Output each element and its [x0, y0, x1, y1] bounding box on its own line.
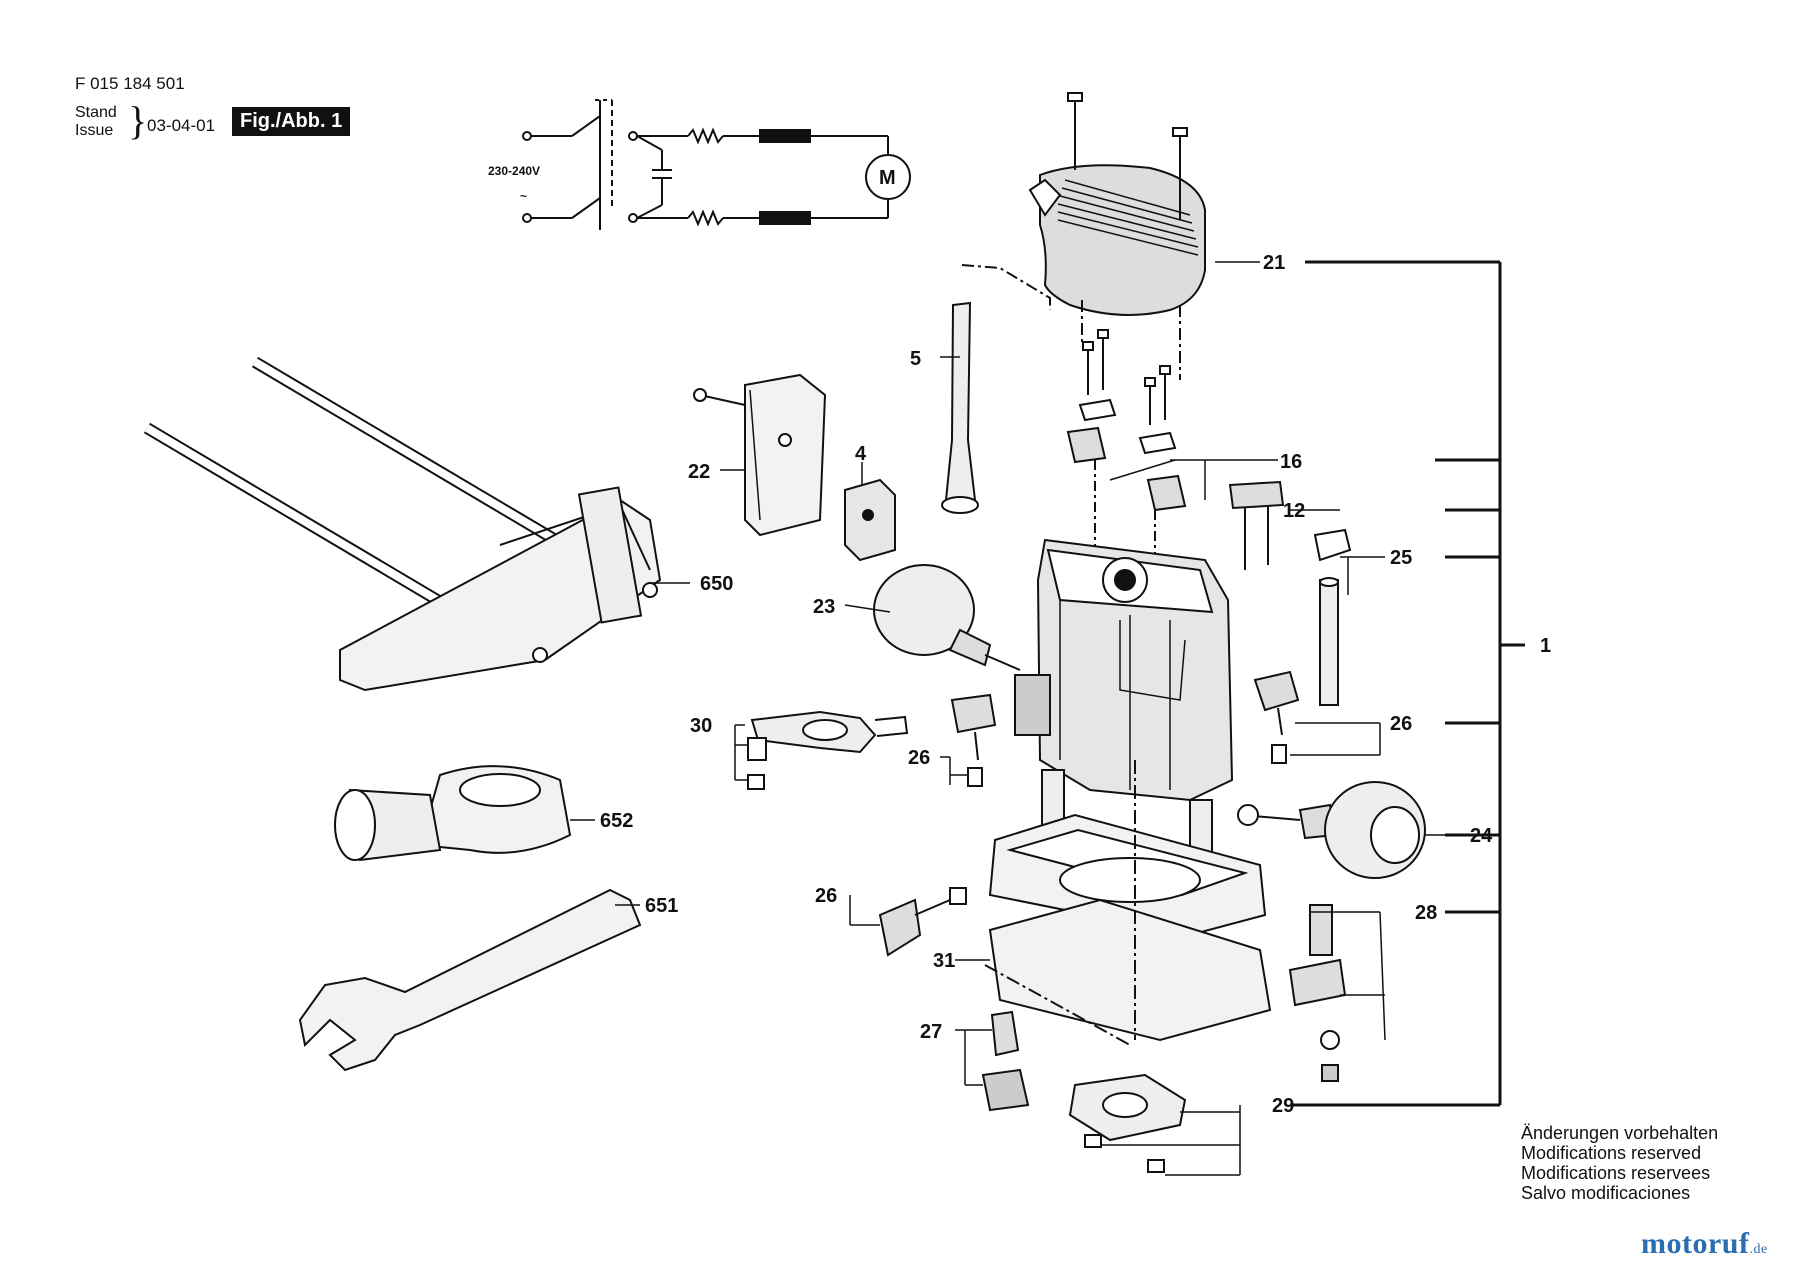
callout-650: 650: [700, 573, 733, 595]
note-en: Modifications reserved: [1521, 1143, 1702, 1163]
spindle-lock-25: [1313, 528, 1352, 706]
callout-16: 16: [1280, 451, 1302, 473]
callout-31: 31: [933, 950, 955, 972]
callout-651: 651: [645, 895, 678, 917]
note-de: Änderungen vorbehalten: [1521, 1123, 1719, 1143]
callout-24: 24: [1470, 825, 1493, 847]
callout-4: 4: [855, 443, 867, 465]
ac-symbol: ~: [520, 189, 527, 203]
stand-label: Stand: [75, 104, 117, 121]
brace-symbol: }: [128, 98, 148, 143]
leader-lines: [570, 261, 1465, 1176]
wrench-651: [298, 888, 642, 1072]
figure-badge: Fig./Abb. 1: [232, 107, 351, 136]
dust-adapter-652: [334, 765, 572, 862]
brush-holders-16: [1066, 329, 1187, 580]
issue-date: 03-04-01: [147, 116, 216, 135]
cable-bracket-22: [693, 373, 827, 537]
callout-26-right: 26: [1390, 713, 1412, 735]
wing-screw-26-lower: [878, 887, 967, 957]
callout-652: 652: [600, 810, 633, 832]
watermark-tld: .de: [1749, 1242, 1768, 1257]
callout-5: 5: [910, 348, 921, 370]
note-es: Salvo modificaciones: [1521, 1183, 1691, 1203]
motor-cap-21: [961, 92, 1206, 380]
assembly-bracket-1: [1290, 260, 1525, 1107]
handle-knob-23: [873, 564, 1021, 671]
voltage-label: 230-240V: [488, 164, 540, 178]
stand-issue-label: Stand Issue: [75, 104, 117, 140]
motor-symbol: M: [879, 167, 896, 189]
callout-23: 23: [813, 596, 835, 618]
clamp-lever-30: [747, 710, 909, 790]
callout-21: 21: [1263, 252, 1285, 274]
callout-27: 27: [920, 1021, 942, 1043]
collet-27: [981, 1010, 1030, 1112]
callout-29: 29: [1272, 1095, 1294, 1117]
callout-25: 25: [1390, 547, 1412, 569]
document-number: F 015 184 501: [75, 74, 185, 93]
wing-screw-26-right: [1253, 670, 1300, 764]
watermark-name: motoruf: [1641, 1227, 1750, 1260]
depth-stop-28: [1288, 904, 1347, 1082]
callout-28: 28: [1415, 902, 1437, 924]
handle-knob-24: [1237, 781, 1426, 879]
wing-screw-26-mid: [950, 693, 997, 787]
callout-26-lower: 26: [815, 885, 837, 907]
callout-30: 30: [690, 715, 712, 737]
wiring-schematic: [522, 99, 911, 230]
template-guide-29: [1068, 1073, 1187, 1173]
issue-label: Issue: [75, 122, 114, 139]
parallel-guide-650: [143, 356, 662, 692]
note-fr: Modifications reservees: [1521, 1163, 1711, 1183]
callout-26-mid: 26: [908, 747, 930, 769]
switch-4: [844, 478, 896, 562]
watermark-logo: motoruf.de: [1641, 1227, 1768, 1261]
router-motor-housing: [984, 538, 1272, 1046]
modification-notes: Änderungen vorbehalten Modifications res…: [1521, 1123, 1718, 1203]
cable-sleeve-5: [941, 301, 979, 514]
callout-1: 1: [1540, 635, 1551, 657]
callout-12: 12: [1283, 500, 1305, 522]
capacitor-12: [1228, 480, 1285, 570]
callout-22: 22: [688, 461, 710, 483]
